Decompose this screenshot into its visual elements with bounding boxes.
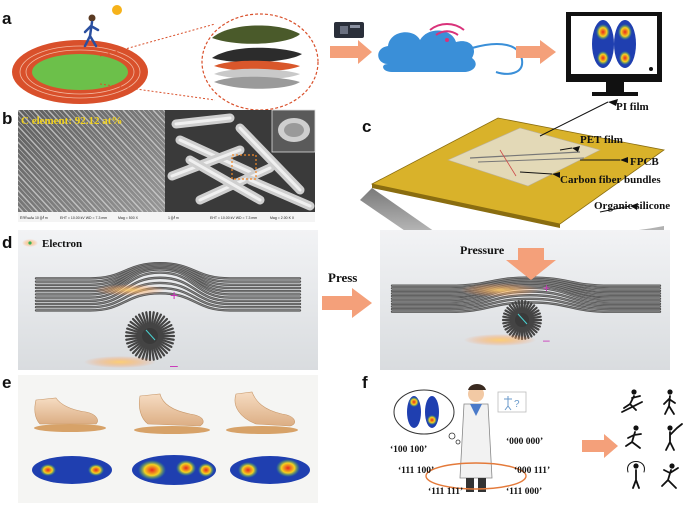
electron-path-top-pressed: [460, 283, 540, 297]
gesture-ring: [425, 462, 527, 490]
panel-label-b: b: [2, 109, 12, 128]
insole-stack: [201, 13, 319, 111]
svg-text:EHT = 10.00 kV WD = 7.3 mm: EHT = 10.00 kV WD = 7.3 mm: [60, 216, 107, 220]
electron-path-top: [94, 284, 166, 296]
svg-text:EHT = 10.00 kV WD = 7.3 mm: EHT = 10.00 kV WD = 7.3 mm: [210, 216, 257, 220]
sport-icon-golf: [665, 423, 683, 451]
code-5: ‘111 111’: [428, 486, 463, 497]
minus-sign-pressed: –: [543, 333, 550, 347]
arrow-right-1: [330, 40, 372, 64]
code-2: ‘000 000’: [506, 436, 543, 447]
panel-label-d: d: [2, 233, 12, 252]
electron-path-bottom: [84, 356, 156, 368]
panel-label-a: a: [2, 9, 12, 28]
plus-sign: +: [170, 287, 178, 303]
question-box: ?: [497, 391, 527, 413]
sem-image-right: 1 ╬╝m EHT = 10.00 kV WD = 7.3 mm Mag = 2…: [165, 109, 316, 222]
code-4: ‘000 111’: [514, 465, 550, 476]
foot-heel-raised: [134, 393, 210, 434]
foot-flat: [34, 397, 106, 432]
runner-icon: [83, 14, 100, 48]
thought-bubble: [393, 389, 461, 445]
monitor-icon: [566, 12, 662, 96]
label-fpcb: FPCB: [630, 156, 659, 168]
layer-leader-lines: [519, 101, 631, 213]
minus-sign: –: [170, 357, 178, 373]
pressure-map-2: [132, 455, 216, 485]
sem-element-caption: C element: 92.12 at%: [21, 115, 122, 127]
foot-tiptoe: [226, 391, 298, 434]
sport-icon-skiing: [621, 389, 643, 413]
panel-a: a: [2, 5, 662, 111]
question-mark: ?: [514, 399, 520, 410]
running-track: [12, 40, 148, 104]
pressure-map-1: [32, 456, 112, 484]
scientist-figure: [459, 384, 493, 492]
label-carbon-fiber-bundles: Carbon fiber bundles: [560, 174, 661, 186]
svg-text:Mag = 2.00 K X: Mag = 2.00 K X: [270, 216, 295, 220]
svg-text:1 ╬╝m: 1 ╬╝m: [168, 215, 179, 221]
panel-d: d Electron + – + – Press Pressure: [2, 230, 670, 373]
electron-legend: Electron: [42, 238, 82, 250]
sem-fiber-rods: [167, 113, 315, 211]
code-1: ‘100 100’: [390, 444, 427, 455]
panel-label-c: c: [362, 117, 371, 136]
spiky-fiber-ball-compressed: [501, 299, 543, 341]
panel-label-f: f: [362, 373, 368, 392]
panel-label-e: e: [2, 373, 11, 392]
sun-icon: [112, 5, 122, 15]
panel-f: f ? ‘100 100’ ‘0: [362, 373, 683, 503]
sport-icon-dancing: [661, 463, 679, 489]
panel-c: c PI film PET film FPCB Carbon fiber bun…: [360, 99, 670, 250]
code-6: ‘111 000’: [506, 486, 542, 497]
plus-sign-pressed: +: [543, 281, 550, 295]
arrow-to-sports: [582, 434, 618, 458]
label-pi-film: PI film: [616, 101, 649, 113]
press-label: Press: [328, 270, 357, 285]
pressure-map-3: [230, 456, 310, 484]
circuit-chip-icon: [334, 22, 364, 38]
code-3: ‘111 100’: [398, 465, 434, 476]
sport-icon-running: [625, 425, 642, 449]
press-arrow: [322, 288, 372, 318]
pressure-label: Pressure: [460, 243, 505, 257]
sport-icon-jump-rope: [627, 461, 645, 489]
monitor-insole-heatmap: [592, 20, 636, 68]
panel-b: b ЁЯ╝шАк 10 ╬╝m EHT = 10.00 kV WD = 7.3 …: [2, 109, 316, 222]
label-organic-silicone: Organic silicone: [594, 200, 670, 212]
panel-e: e: [2, 373, 318, 503]
sem-image-left: ЁЯ╝шАк 10 ╬╝m EHT = 10.00 kV WD = 7.3 mm…: [18, 110, 165, 222]
cloud-icon: [378, 23, 524, 75]
spiky-fiber-ball: [124, 310, 176, 362]
svg-text:Mag = 500 X: Mag = 500 X: [118, 216, 139, 220]
sport-icon-walking: [663, 389, 676, 415]
pressure-arrow: [506, 248, 556, 280]
label-pet-film: PET film: [580, 134, 623, 146]
electron-path-bottom-pressed: [464, 334, 536, 346]
arrow-right-2: [516, 40, 556, 64]
svg-text:ЁЯ╝шАк 10 ╬╝m: ЁЯ╝шАк 10 ╬╝m: [20, 215, 48, 221]
